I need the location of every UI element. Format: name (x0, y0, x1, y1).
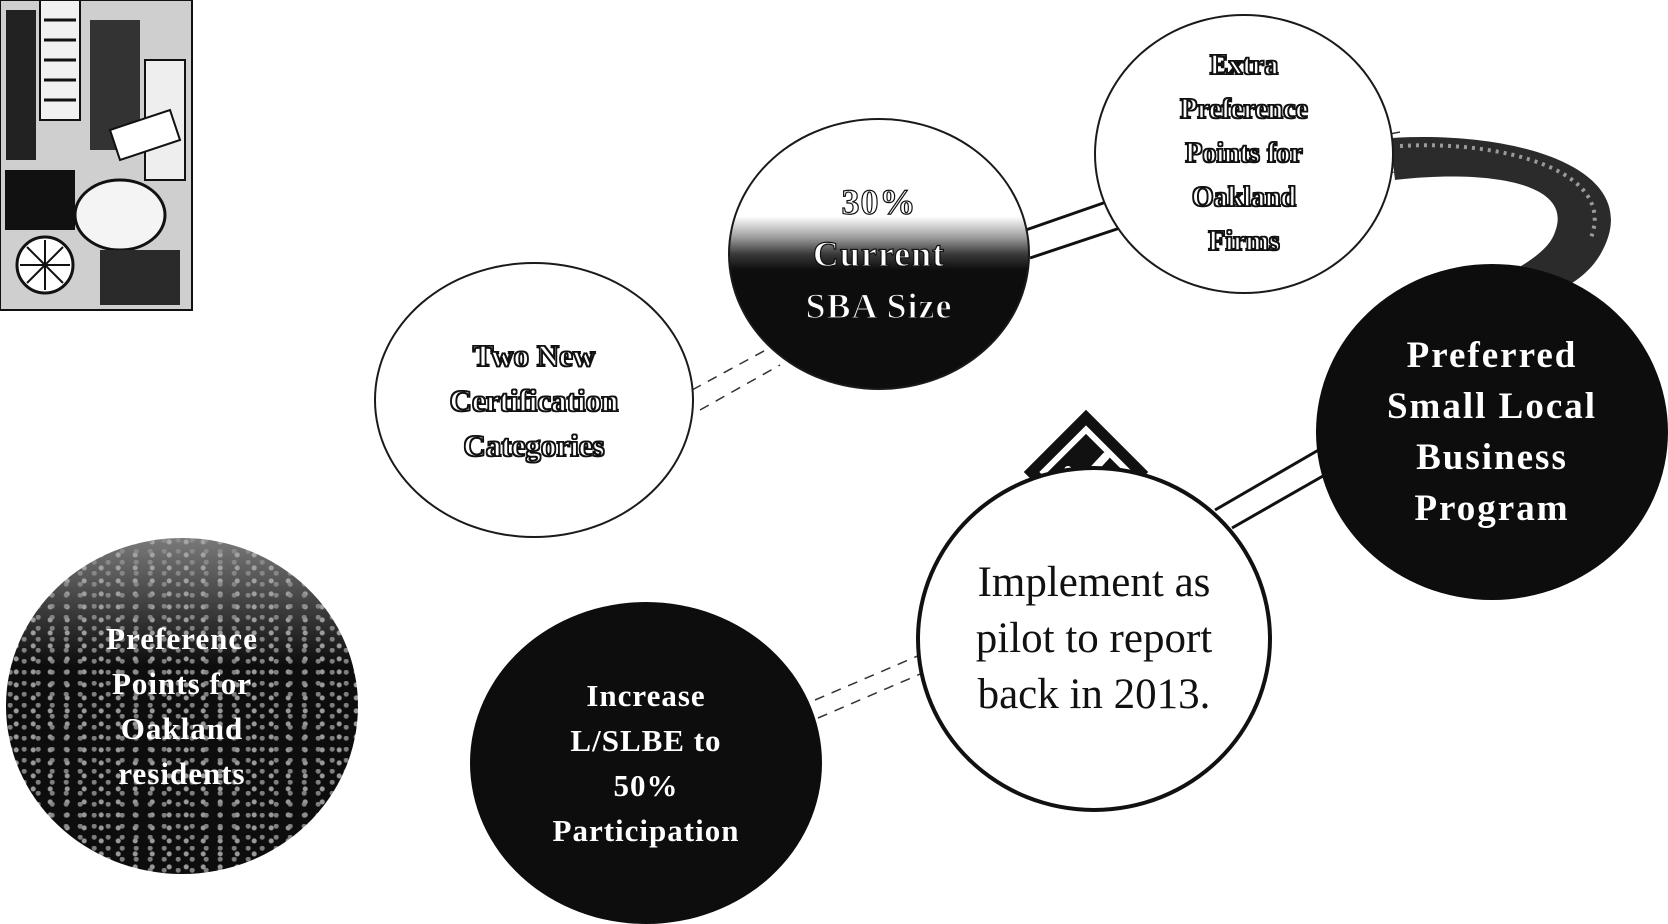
node-extra-preference-label: Extra Preference Points for Oakland Firm… (1179, 49, 1309, 258)
node-two-new-categories-label: Two New Certification Categories (449, 337, 619, 464)
connector-sba-to-extra (1019, 198, 1121, 260)
node-sba-size-label: 30% Current SBA Size (805, 181, 953, 326)
node-preferred-program-label: Preferred Small Local Business Program (1386, 335, 1598, 529)
connector-pilot-to-preferred (1214, 446, 1331, 530)
node-two-new-categories: Two New Certification Categories (374, 262, 694, 538)
curved-ribbon (1390, 136, 1611, 300)
node-preference-residents: Preference Points for Oakland residents (6, 538, 358, 874)
node-pilot-label: Implement as pilot to report back in 201… (975, 559, 1213, 718)
city-collage-illustration (0, 0, 193, 311)
node-pilot: Implement as pilot to report back in 201… (916, 466, 1272, 812)
node-increase-lslbe: Increase L/SLBE to 50% Participation (470, 602, 822, 924)
node-increase-lslbe-label: Increase L/SLBE to 50% Participation (552, 678, 740, 848)
node-preference-residents-label: Preference Points for Oakland residents (106, 621, 258, 791)
node-extra-preference: Extra Preference Points for Oakland Firm… (1094, 14, 1394, 294)
ribbon-speckle (1399, 143, 1597, 241)
node-preferred-program: Preferred Small Local Business Program (1316, 264, 1668, 600)
node-sba-size: 30% Current SBA Size (728, 118, 1030, 390)
